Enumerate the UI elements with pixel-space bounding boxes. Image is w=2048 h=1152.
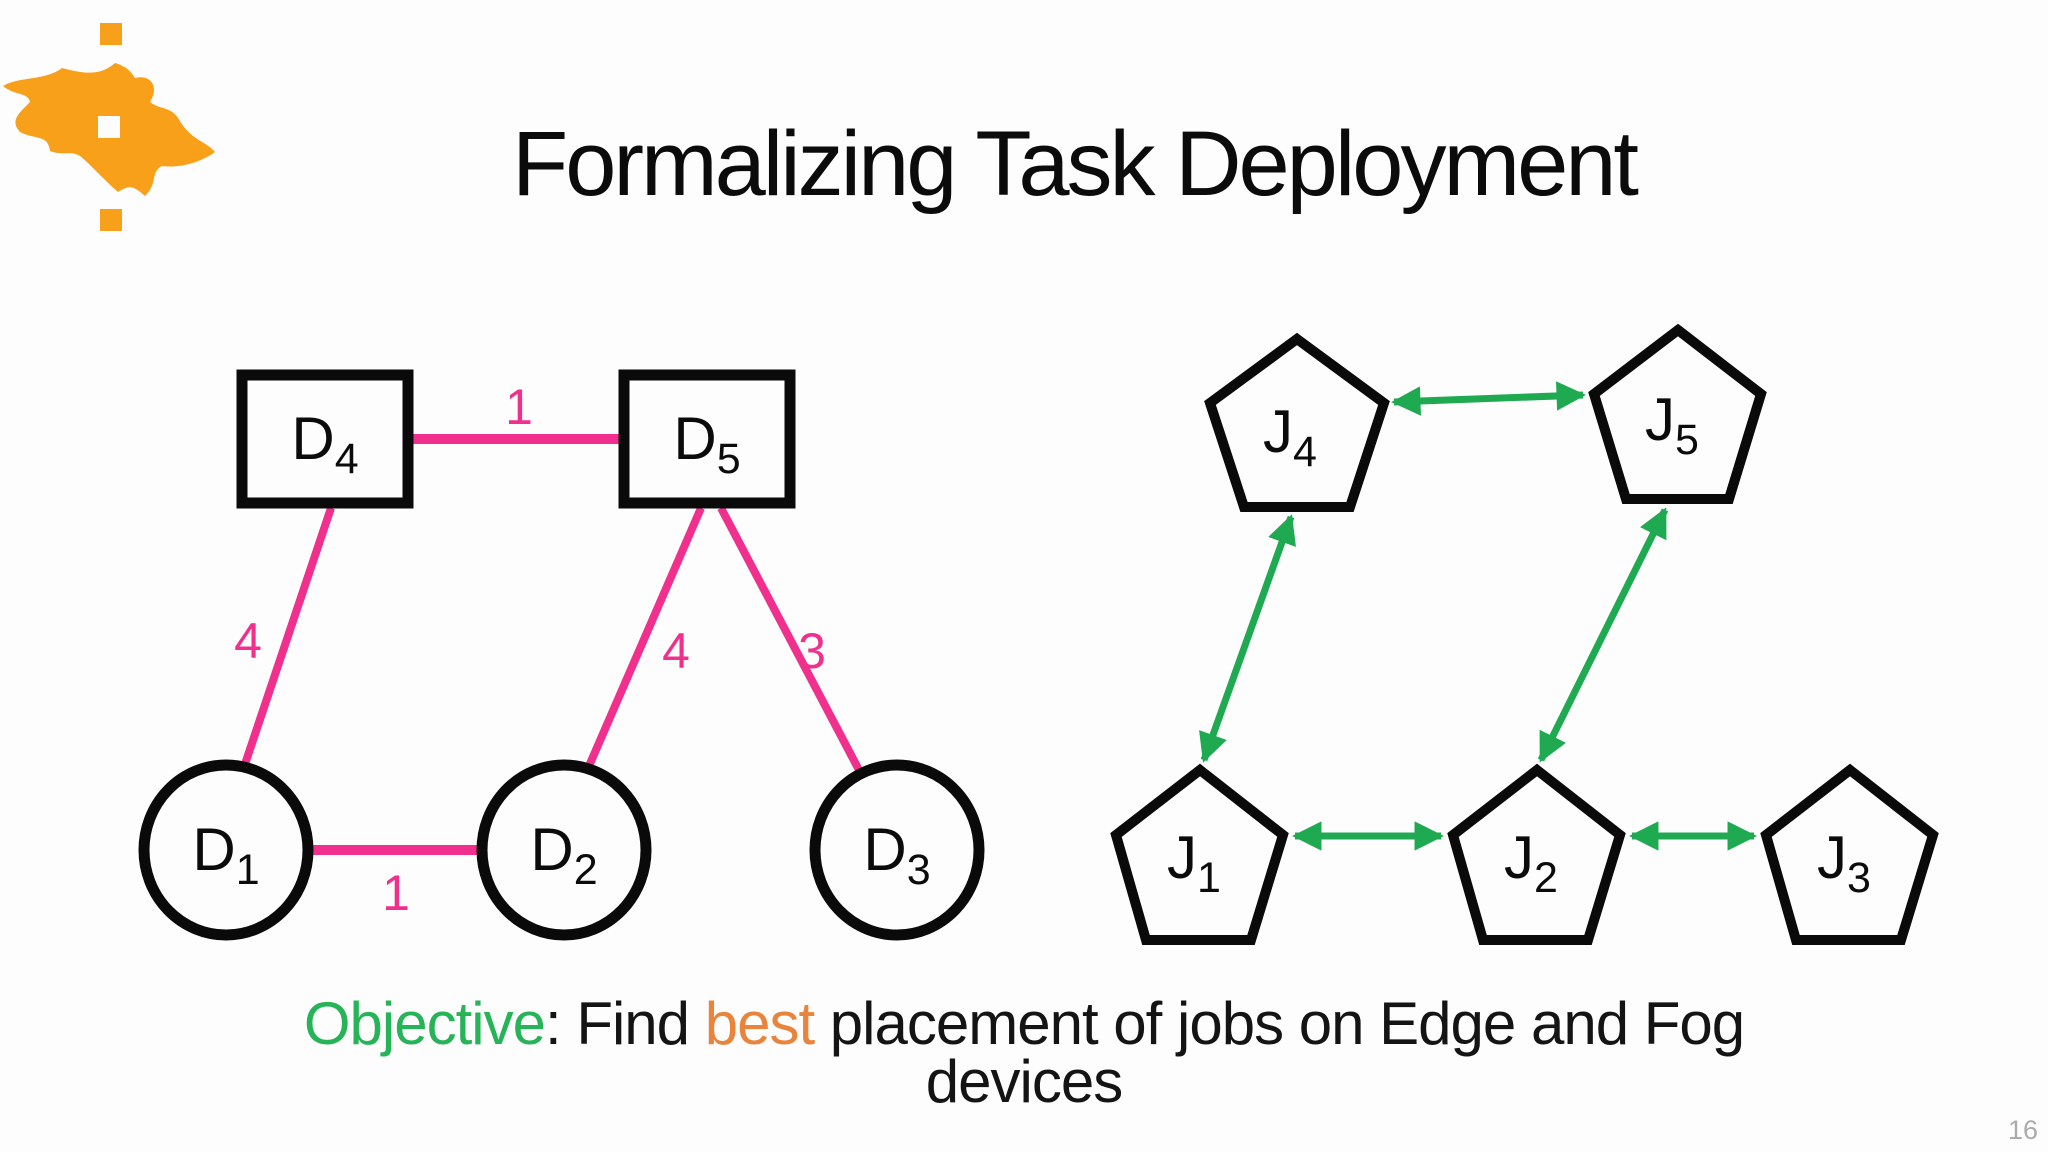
job-graph: J4 J5 J1 J2 — [1110, 323, 1939, 945]
edge-weight-D5-D2: 4 — [662, 623, 690, 679]
edge-weight-D4-D5: 1 — [505, 379, 533, 435]
device-edge-D4-D1 — [239, 506, 335, 772]
svg-text:D2: D2 — [530, 816, 597, 894]
job-arrow-J4-J5 — [1391, 381, 1586, 416]
svg-text:J4: J4 — [1263, 398, 1317, 476]
job-arrow-J2-J5 — [1537, 507, 1669, 763]
job-node-J3: J3 — [1760, 763, 1939, 945]
svg-text:J2: J2 — [1504, 824, 1558, 902]
device-node-D4: D4 — [236, 369, 414, 509]
page-number: 16 — [2007, 1115, 2038, 1145]
svg-text:D1: D1 — [192, 816, 259, 894]
svg-text:D5: D5 — [673, 405, 740, 483]
objective-line-2: devices — [925, 1048, 1123, 1115]
page-title: Formalizing Task Deployment — [512, 113, 1639, 215]
job-node-J1: J1 — [1110, 763, 1289, 945]
device-node-D1: D1 — [138, 759, 314, 941]
device-node-D3: D3 — [809, 759, 985, 941]
objective-highlight-best: best — [704, 990, 815, 1057]
device-edge-D5-D2 — [585, 506, 705, 768]
svg-text:D4: D4 — [291, 405, 358, 483]
job-node-J2: J2 — [1447, 763, 1626, 945]
job-node-J4: J4 — [1204, 332, 1390, 512]
device-node-D2: D2 — [476, 759, 652, 941]
objective-text-1: : Find — [544, 990, 705, 1057]
svg-text:J5: J5 — [1645, 386, 1699, 464]
edge-weight-D5-D3: 3 — [798, 623, 826, 679]
objective-line-1: Objective: Find best placement of jobs o… — [0, 994, 2048, 1054]
logo-bottom-square — [100, 209, 122, 231]
university-flame-logo-icon — [3, 23, 215, 231]
job-arrow-J1-J4 — [1199, 514, 1296, 763]
objective-keyword: Objective — [303, 990, 546, 1057]
job-node-J5: J5 — [1588, 323, 1767, 504]
objective-text-2: placement of jobs on Edge and Fog — [814, 990, 1745, 1057]
device-edge-D5-D3 — [717, 506, 863, 772]
device-graph: 1 4 4 3 1 D4 D5 D1 — [138, 369, 985, 941]
device-node-D5: D5 — [618, 369, 796, 509]
svg-text:J3: J3 — [1817, 824, 1871, 902]
svg-text:D3: D3 — [863, 816, 930, 894]
svg-text:J1: J1 — [1167, 824, 1221, 902]
edge-weight-D4-D1: 4 — [234, 613, 262, 669]
edge-weight-D1-D2: 1 — [382, 865, 410, 921]
objective-statement: Objective: Find best placement of jobs o… — [0, 994, 2048, 1115]
logo-top-square — [100, 23, 122, 45]
logo-flame-shape — [3, 63, 215, 196]
